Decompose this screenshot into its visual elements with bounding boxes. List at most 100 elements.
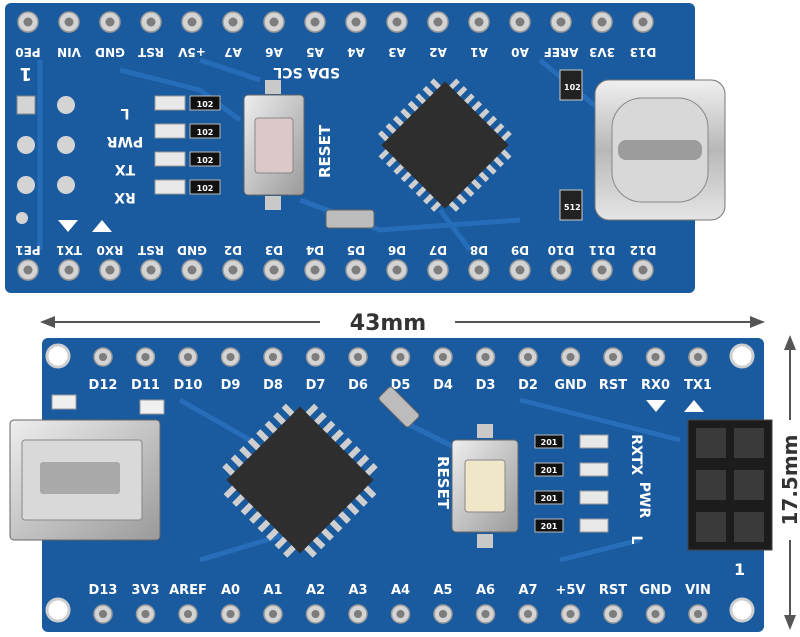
bottom-board-top-pin-label: D2: [518, 378, 538, 393]
top-board-bottom-pin-pad-hole: [64, 265, 74, 275]
top-board-top-pin-pad-hole: [228, 17, 238, 27]
bottom-board-top-pin-label: RST: [599, 378, 627, 393]
top-board-top-pin-label: A3: [388, 45, 406, 59]
bottom-board-led: [579, 490, 609, 505]
bottom-board-top-pin-pad-hole: [481, 352, 490, 362]
top-board-bottom-pin-pad-hole: [269, 265, 279, 275]
bottom-board-bottom-pin-label: A6: [476, 583, 495, 598]
top-board-top-pin-pad-hole: [64, 17, 74, 27]
bottom-board-top-pin-pad-hole: [311, 352, 320, 362]
bottom-board-resistor-code: 201: [541, 438, 558, 447]
bottom-board-top-pin-pad-hole: [353, 352, 363, 362]
top-board-top-pin-label: AREF: [544, 45, 579, 59]
bottom-board-bottom-pin-label: A0: [221, 583, 240, 598]
top-board-usb-c-connector: [594, 79, 726, 221]
top-board-top-pin-label: D13: [630, 45, 657, 59]
bottom-board-resistor-code: 201: [541, 494, 558, 503]
bottom-board-top-pin-label: D12: [89, 378, 118, 393]
top-board-top-pin-pad-hole: [351, 17, 361, 27]
top-board-top-pin-row: [17, 11, 654, 33]
bottom-board-pcb: [42, 338, 764, 632]
top-board-side-pads: [16, 95, 75, 224]
bottom-board-mounting-hole: [729, 343, 755, 369]
bottom-board-bottom-pin-pad-hole: [693, 609, 703, 619]
top-board-bottom-pin-pad-hole: [638, 265, 648, 275]
bottom-board-led-smd: [139, 399, 165, 415]
top-board-bottom-pin-pad-hole: [146, 265, 156, 275]
top-board-bottom-pin-pad-hole: [515, 265, 525, 275]
top-board-bottom-pin-pad-hole: [228, 265, 238, 275]
bottom-board-bottom-pin-label: RST: [599, 583, 627, 598]
top-board-rx-arrow: [92, 220, 112, 232]
bottom-board-top-pin-label: RX0: [641, 378, 670, 393]
top-board-mcu-chip: [378, 78, 512, 212]
width-dimension: 43mm: [40, 311, 765, 336]
bottom-board-top-pin-label: D7: [306, 378, 326, 393]
bottom-board-icsp-header: [687, 419, 773, 551]
top-board-led-label: PWR: [107, 133, 144, 149]
top-board-bottom-pin-label: PE1: [15, 243, 40, 257]
bottom-board-tx-arrow: [684, 400, 704, 412]
bottom-board-top-pin-label: D4: [433, 378, 453, 393]
top-board-resistor: [189, 179, 221, 195]
top-board-top-pin-label: A2: [429, 45, 447, 59]
bottom-board-bottom-pin-label: AREF: [169, 583, 207, 598]
top-board-led: [154, 179, 186, 195]
top-board-smd-label-2: 512: [564, 203, 581, 212]
top-board-smd-resistor-2: [559, 189, 583, 221]
top-board-top-pin-pad-hole: [433, 17, 443, 27]
top-board-resistor-code: 102: [197, 128, 214, 137]
bottom-board-rx-arrow: [646, 400, 666, 412]
top-board-top-pin-pad-hole: [392, 17, 402, 27]
bottom-board-led-label: TX: [628, 455, 644, 476]
top-board-led: [154, 95, 186, 111]
top-board-resistor: [189, 95, 221, 111]
top-board-top-pin-label: A7: [224, 45, 242, 59]
top-board-bottom-pin-label: GND: [177, 243, 207, 257]
top-board-bottom-pin-label: D12: [630, 243, 657, 257]
bottom-board-pin1-marker: 1: [734, 560, 745, 579]
top-board-top-pin-label: A4: [347, 45, 365, 59]
top-board-crystal: [325, 209, 375, 229]
top-board-top-pin-label: A6: [265, 45, 283, 59]
bottom-board-top-pin-pad-hole: [523, 352, 533, 362]
top-board-reset-button: [243, 80, 305, 210]
top-board-top-pin-label: A1: [470, 45, 488, 59]
top-board-top-pin-pad-hole: [187, 17, 197, 27]
bottom-board-top-pin-label: D3: [476, 378, 496, 393]
bottom-board-mounting-hole: [45, 343, 71, 369]
bottom-board-top-pin-label: D8: [263, 378, 283, 393]
bottom-board-bottom-pin-label: A3: [348, 583, 367, 598]
top-board-top-pin-pad-hole: [310, 17, 320, 27]
top-board-bottom-pin-label: D11: [589, 243, 616, 257]
bottom-board-reset-label: RESET: [434, 456, 452, 510]
bottom-board-bottom-pin-pad-hole: [651, 609, 660, 619]
bottom-board-top-pin-label: D6: [348, 378, 368, 393]
top-board-bottom-pin-label: RST: [137, 243, 164, 257]
top-board-top-pin-pad-hole: [474, 17, 484, 27]
bottom-board-mounting-hole: [729, 597, 755, 623]
top-board-bottom-pin-label: D7: [429, 243, 447, 257]
bottom-board-resistor: [534, 490, 564, 505]
bottom-board-top-pin-pad-hole: [141, 352, 150, 362]
bottom-board-top-pin-label: D11: [131, 378, 160, 393]
bottom-board-bottom-pin-label: VIN: [685, 583, 711, 598]
bottom-board-bottom-pin-label: D13: [89, 583, 118, 598]
bottom-board-bottom-pin-pad-hole: [311, 609, 320, 619]
bottom-board-top-pin-label: D10: [174, 378, 203, 393]
bottom-board-top-pin-label: GND: [554, 378, 587, 393]
top-board-top-pin-label: A5: [306, 45, 324, 59]
bottom-board-top-pin-pad-hole: [693, 352, 703, 362]
bottom-board-bottom-pin-pad-hole: [396, 609, 405, 619]
top-board-top-pin-pad-hole: [597, 17, 607, 27]
bottom-board-led-label: RX: [628, 434, 644, 456]
top-board-led-label: L: [120, 105, 129, 121]
top-board-bottom-pin-label: D5: [347, 243, 365, 257]
bottom-board-top-pin-label: D9: [221, 378, 241, 393]
